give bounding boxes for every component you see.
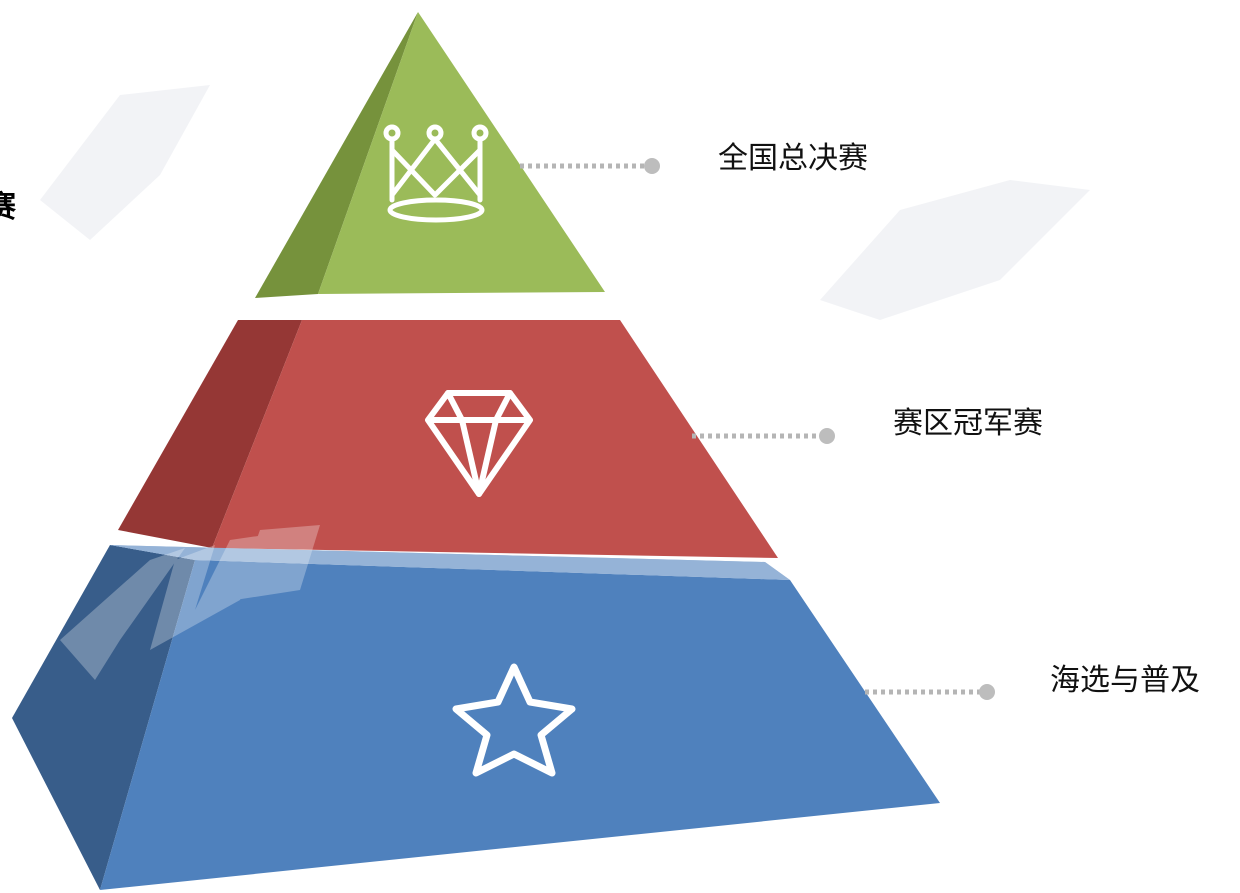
watermark-logo-center xyxy=(60,525,320,680)
crown-icon xyxy=(383,124,489,223)
connector-bottom xyxy=(865,684,995,700)
tier-middle-front xyxy=(212,320,778,558)
tier-label-middle: 赛区冠军赛 xyxy=(893,406,1043,441)
diamond-icon xyxy=(425,390,533,497)
tier-bottom-front xyxy=(100,560,940,890)
connector-top xyxy=(520,158,660,174)
edge-text: 赛 xyxy=(0,190,16,225)
tier-bottom-side xyxy=(12,545,195,890)
tier-middle-side xyxy=(118,320,302,548)
tier-top-side xyxy=(255,12,418,298)
tier-label-bottom: 海选与普及 xyxy=(1050,663,1200,698)
connector-middle xyxy=(692,428,835,444)
tier-top xyxy=(255,12,605,298)
tier-middle xyxy=(118,320,778,558)
star-icon xyxy=(452,663,576,777)
tier-label-top: 全国总决赛 xyxy=(718,141,868,176)
tier-top-front xyxy=(318,12,605,294)
tier-overlap-band xyxy=(110,545,790,580)
tier-bottom xyxy=(12,545,940,890)
watermark-logo xyxy=(40,85,1090,320)
